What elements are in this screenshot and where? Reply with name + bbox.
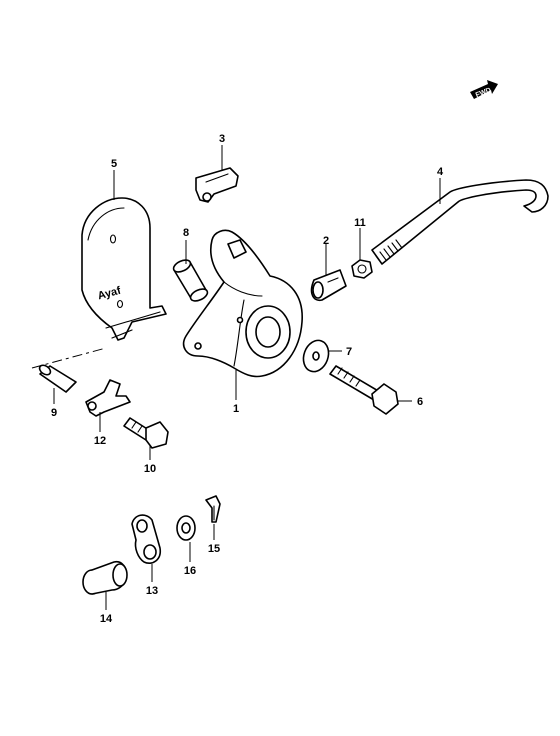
callout-13: 13 (146, 585, 158, 597)
callout-9: 9 (51, 407, 57, 419)
part-14-clevis-pin (82, 560, 128, 595)
callout-6: 6 (417, 396, 423, 408)
part-6-bolt (329, 365, 399, 415)
forward-label: FWD (475, 87, 492, 99)
part-5-bracket-plate: Ayaf (81, 197, 167, 341)
part-12-clamp (85, 379, 131, 417)
callout-5: 5 (111, 158, 117, 170)
part-2-link-joint (310, 269, 347, 302)
part-1-lever-body (182, 229, 303, 378)
part-9-pin (38, 364, 77, 393)
part-10-bolt (123, 417, 169, 449)
callout-12: 12 (94, 435, 106, 447)
callout-3: 3 (219, 133, 225, 145)
callout-15: 15 (208, 543, 220, 555)
forward-arrow-icon: FWD (470, 80, 498, 99)
part-13-link (131, 514, 162, 564)
callout-8: 8 (183, 227, 189, 239)
callout-1: 1 (233, 403, 239, 415)
callout-7: 7 (346, 346, 352, 358)
callout-11: 11 (354, 217, 366, 229)
callout-16: 16 (184, 565, 196, 577)
part-7-washer (302, 339, 330, 373)
part-15-cotter-pin (205, 495, 221, 523)
callout-2: 2 (323, 235, 329, 247)
leader-lines (31, 145, 441, 610)
stamp-marking: Ayaf (96, 285, 122, 303)
part-3-clip (195, 167, 239, 203)
part-16-washer (176, 515, 196, 541)
part-11-nut (351, 259, 373, 279)
callout-4: 4 (437, 166, 444, 178)
callout-labels: 1 2 3 4 5 6 7 8 9 10 11 12 13 14 15 16 (51, 133, 444, 625)
callout-14: 14 (100, 613, 113, 625)
part-8-bushing (172, 259, 209, 302)
part-4-rod (371, 179, 549, 265)
callout-10: 10 (144, 463, 156, 475)
